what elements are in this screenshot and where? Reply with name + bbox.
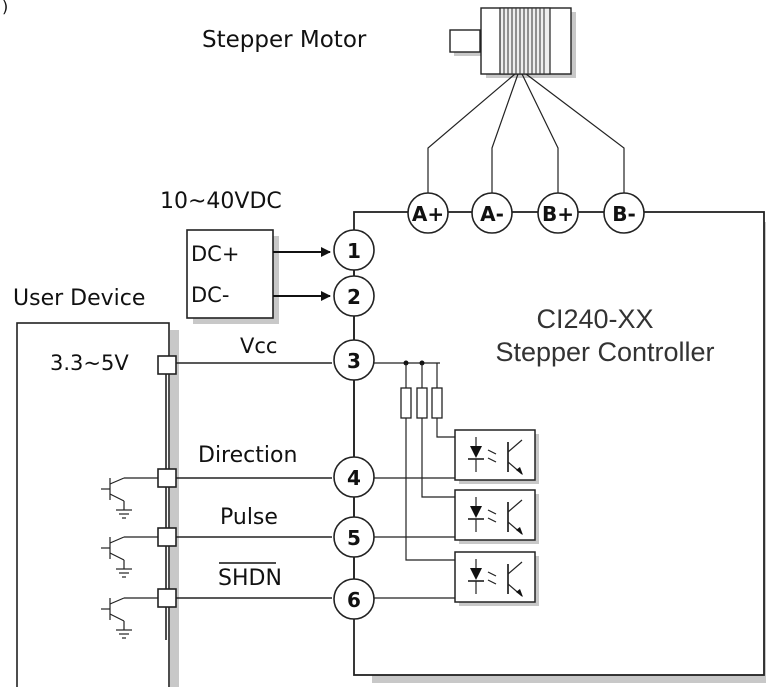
resistor-2 [416,387,428,419]
connector-direction [157,468,177,488]
controller-pin-2: 2 [333,275,375,317]
stepper-motor-label: Stepper Motor [202,27,367,53]
controller-box [353,211,765,676]
dc-minus-label: DC- [191,283,229,307]
supply-voltage-label: 10~40VDC [160,189,282,214]
vcc-label: Vcc [240,334,277,358]
motor-terminal-b-minus: B- [603,192,645,234]
transistor-icon-pulse [101,536,158,578]
svg-text:6: 6 [347,588,361,612]
user-device-box [16,322,170,687]
svg-text:B-: B- [612,202,636,226]
controller-model-label: CI240-XX [536,304,653,334]
resistor-1 [400,387,412,419]
stepper-motor-icon [427,7,625,198]
connector-vcc [157,355,177,375]
controller-pin-5: 5 [333,516,375,558]
connector-shdn [157,588,177,608]
transistor-icon-shdn [101,597,158,639]
svg-text:B+: B+ [542,202,574,226]
controller-pin-6: 6 [333,578,375,620]
controller-pin-4: 4 [333,456,375,498]
resistor-3 [431,387,443,419]
controller-shadow-side [764,222,766,683]
controller-shadow [372,675,766,683]
svg-text:A-: A- [480,202,504,226]
optocoupler-3 [454,551,536,603]
shdn-label: SHDN [218,566,282,591]
direction-label: Direction [198,443,297,468]
controller-name-label: Stepper Controller [495,337,714,367]
svg-text:5: 5 [347,526,361,550]
optocoupler-1 [454,429,536,481]
motor-terminal-a-plus: A+ [407,192,449,234]
internal-circuit [374,360,539,606]
user-voltage-label: 3.3~5V [50,351,129,375]
connector-pulse [157,527,177,547]
svg-text:1: 1 [347,239,361,263]
svg-text:3: 3 [347,349,361,373]
controller-pin-3: 3 [333,339,375,381]
user-device-label: User Device [13,286,145,311]
dc-supply-box [186,229,274,319]
dc-plus-label: DC+ [191,242,239,266]
cropped-text-fragment: ) [2,0,8,16]
motor-terminal-b-plus: B+ [537,192,579,234]
svg-text:4: 4 [347,466,361,490]
controller-pin-1: 1 [333,229,375,271]
svg-text:A+: A+ [412,202,444,226]
pulse-label: Pulse [220,505,278,530]
transistor-icon-direction [101,477,158,519]
user-device-shadow [170,330,179,687]
motor-terminal-a-minus: A- [471,192,513,234]
optocoupler-2 [454,489,536,541]
svg-text:2: 2 [347,285,361,309]
